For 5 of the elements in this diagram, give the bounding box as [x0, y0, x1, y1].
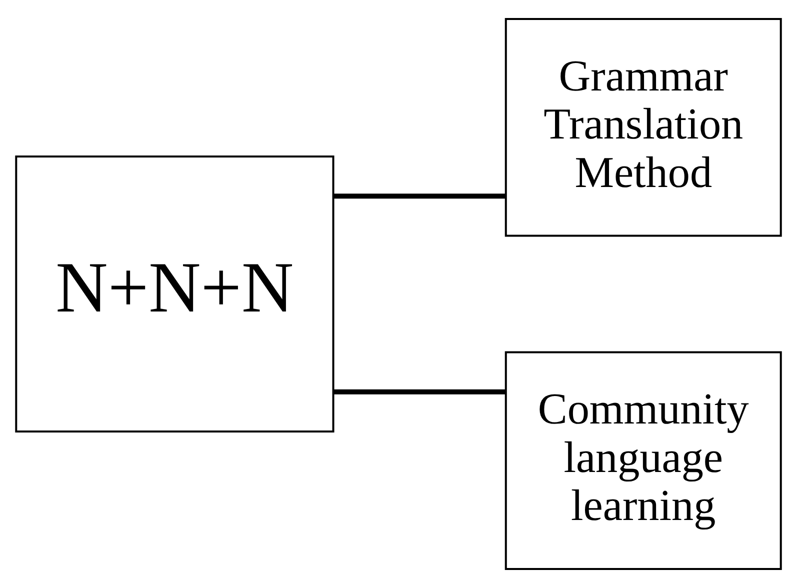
- node-box: Grammar Translation Method: [504, 18, 782, 237]
- node-box: N+N+N: [15, 156, 334, 432]
- connector: [333, 389, 506, 394]
- connector: [333, 194, 506, 199]
- node-box: Community language learning: [504, 351, 782, 570]
